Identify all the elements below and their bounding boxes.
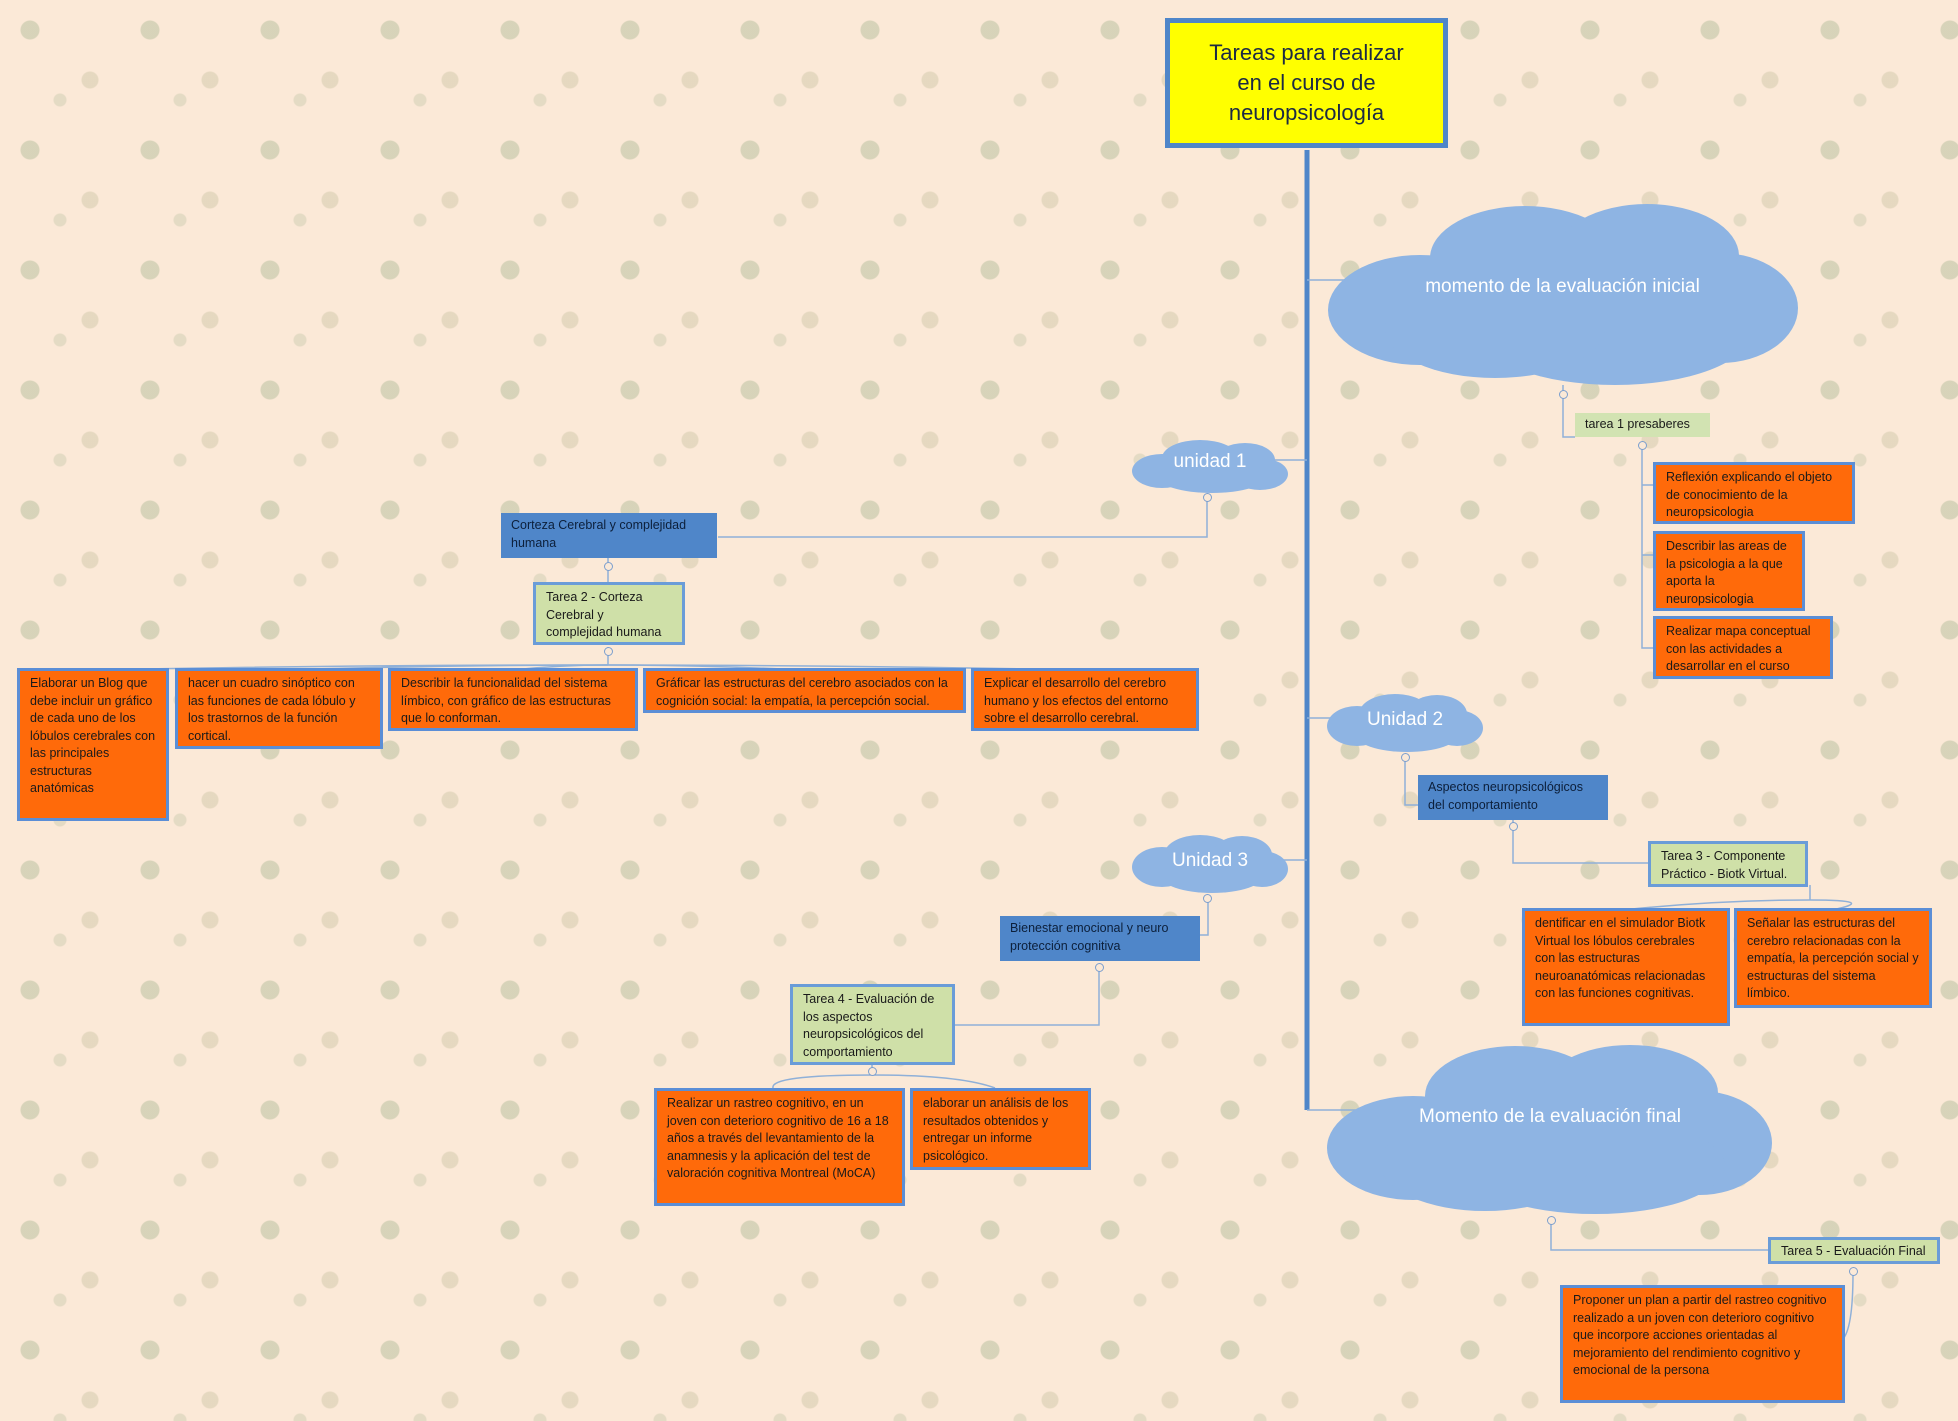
cloud-evaluacion-inicial[interactable]: momento de la evaluación inicial <box>1325 198 1800 388</box>
collapse-toggle-icon[interactable] <box>1849 1267 1858 1276</box>
cloud-shape-icon <box>1327 694 1483 752</box>
cloud-shape-icon <box>1327 1045 1772 1214</box>
unidad2-item-1[interactable]: dentificar en el simulador Biotk Virtual… <box>1522 908 1730 1026</box>
final-item-1[interactable]: Proponer un plan a partir del rastreo co… <box>1560 1285 1845 1403</box>
unidad3-item-2[interactable]: elaborar un análisis de los resultados o… <box>910 1088 1091 1170</box>
cloud-shape-icon <box>1132 835 1288 893</box>
inicial-item-1[interactable]: Reflexión explicando el objeto de conoci… <box>1653 462 1855 524</box>
collapse-toggle-icon[interactable] <box>1203 894 1212 903</box>
tarea-3-node[interactable]: Tarea 3 - Componente Práctico - Biotk Vi… <box>1648 841 1808 887</box>
cloud-unidad-2[interactable]: Unidad 2 <box>1325 692 1485 754</box>
cloud-label: Momento de la evaluación final <box>1419 1106 1681 1127</box>
cloud-label: Unidad 2 <box>1366 709 1444 730</box>
collapse-toggle-icon[interactable] <box>604 562 613 571</box>
collapse-toggle-icon[interactable] <box>868 1067 877 1076</box>
inicial-item-3[interactable]: Realizar mapa conceptual con las activid… <box>1653 616 1833 679</box>
cloud-label: Unidad 3 <box>1171 850 1249 871</box>
unidad1-item-1[interactable]: Elaborar un Blog que debe incluir un grá… <box>17 668 169 821</box>
unidad1-item-5[interactable]: Explicar el desarrollo del cerebro human… <box>971 668 1199 731</box>
collapse-toggle-icon[interactable] <box>1638 441 1647 450</box>
tarea-5-node[interactable]: Tarea 5 - Evaluación Final <box>1768 1237 1940 1264</box>
tarea-1-node[interactable]: tarea 1 presaberes <box>1575 413 1710 437</box>
cloud-evaluacion-final[interactable]: Momento de la evaluación final <box>1325 1038 1775 1216</box>
cloud-label: unidad 1 <box>1173 451 1247 472</box>
collapse-toggle-icon[interactable] <box>604 647 613 656</box>
central-topic[interactable]: Tareas para realizar en el curso de neur… <box>1165 18 1448 148</box>
collapse-toggle-icon[interactable] <box>1547 1216 1556 1225</box>
unidad1-item-2[interactable]: hacer un cuadro sinóptico con las funcio… <box>175 668 383 749</box>
collapse-toggle-icon[interactable] <box>1559 390 1568 399</box>
tema-unidad-1[interactable]: Corteza Cerebral y complejidad humana <box>501 513 717 558</box>
tarea-2-node[interactable]: Tarea 2 - Corteza Cerebral y complejidad… <box>533 582 685 645</box>
cloud-unidad-1[interactable]: unidad 1 <box>1130 438 1290 494</box>
collapse-toggle-icon[interactable] <box>1401 753 1410 762</box>
inicial-item-2[interactable]: Describir las areas de la psicologia a l… <box>1653 531 1805 611</box>
tema-unidad-3[interactable]: Bienestar emocional y neuro protección c… <box>1000 916 1200 961</box>
cloud-shape-icon <box>1132 440 1288 493</box>
collapse-toggle-icon[interactable] <box>1095 963 1104 972</box>
cloud-label: momento de la evaluación inicial <box>1425 276 1700 297</box>
unidad3-item-1[interactable]: Realizar un rastreo cognitivo, en un jov… <box>654 1088 905 1206</box>
unidad1-item-3[interactable]: Describir la funcionalidad del sistema l… <box>388 668 638 731</box>
unidad1-item-4[interactable]: Gráficar las estructuras del cerebro aso… <box>643 668 966 713</box>
cloud-shape-icon <box>1328 204 1798 385</box>
unidad2-item-2[interactable]: Señalar las estructuras del cerebro rela… <box>1734 908 1932 1008</box>
tarea-4-node[interactable]: Tarea 4 - Evaluación de los aspectos neu… <box>790 984 955 1065</box>
collapse-toggle-icon[interactable] <box>1203 493 1212 502</box>
collapse-toggle-icon[interactable] <box>1509 822 1518 831</box>
cloud-unidad-3[interactable]: Unidad 3 <box>1130 833 1290 895</box>
tema-unidad-2[interactable]: Aspectos neuropsicológicos del comportam… <box>1418 775 1608 820</box>
